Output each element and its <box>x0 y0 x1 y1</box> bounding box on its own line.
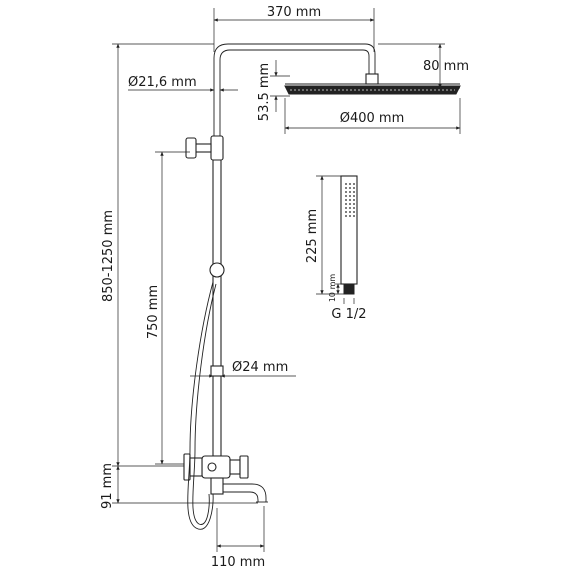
dim-hand-length: 225 mm <box>305 175 344 295</box>
hand-shower <box>340 175 358 295</box>
dim-head-diameter: Ø400 mm <box>284 98 461 134</box>
hand-shower-nozzles <box>345 183 355 217</box>
dim-spout-length-label: 110 mm <box>211 555 265 570</box>
dim-pipe-diameter-label: Ø21,6 mm <box>128 75 197 90</box>
dim-hand-small: 10 mm <box>328 274 344 303</box>
dim-total-height: 850-1250 mm <box>101 43 214 467</box>
dim-bar-diameter: Ø24 mm <box>190 360 296 378</box>
shower-head <box>284 83 461 95</box>
shower-arm <box>213 43 379 140</box>
dim-total-height-label: 850-1250 mm <box>101 210 116 302</box>
dim-top-width-label: 370 mm <box>267 5 321 20</box>
shower-hose <box>187 281 217 530</box>
dim-head-height: 53.5 mm <box>257 60 290 121</box>
dim-hand-length-label: 225 mm <box>305 209 320 263</box>
dim-bottom-height: 91 mm <box>100 463 258 509</box>
dim-hand-small-label: 10 mm <box>328 274 337 303</box>
mixer-valve <box>183 453 268 503</box>
dim-head-diameter-label: Ø400 mm <box>340 111 405 126</box>
dim-head-height-label: 53.5 mm <box>257 63 272 121</box>
dim-top-width: 370 mm <box>213 5 375 52</box>
dim-slide-length-label: 750 mm <box>146 285 161 339</box>
thread-label: G 1/2 <box>331 307 366 322</box>
dim-bar-diameter-label: Ø24 mm <box>232 360 288 375</box>
dim-top-drop: 80 mm <box>378 43 469 89</box>
dim-slide-length: 750 mm <box>146 151 190 465</box>
dim-bottom-height-label: 91 mm <box>100 463 115 509</box>
thread-callout: G 1/2 <box>331 298 367 322</box>
dim-pipe-diameter: Ø21,6 mm <box>128 75 238 92</box>
dim-top-drop-label: 80 mm <box>423 59 469 74</box>
dim-spout-length: 110 mm <box>211 506 265 570</box>
